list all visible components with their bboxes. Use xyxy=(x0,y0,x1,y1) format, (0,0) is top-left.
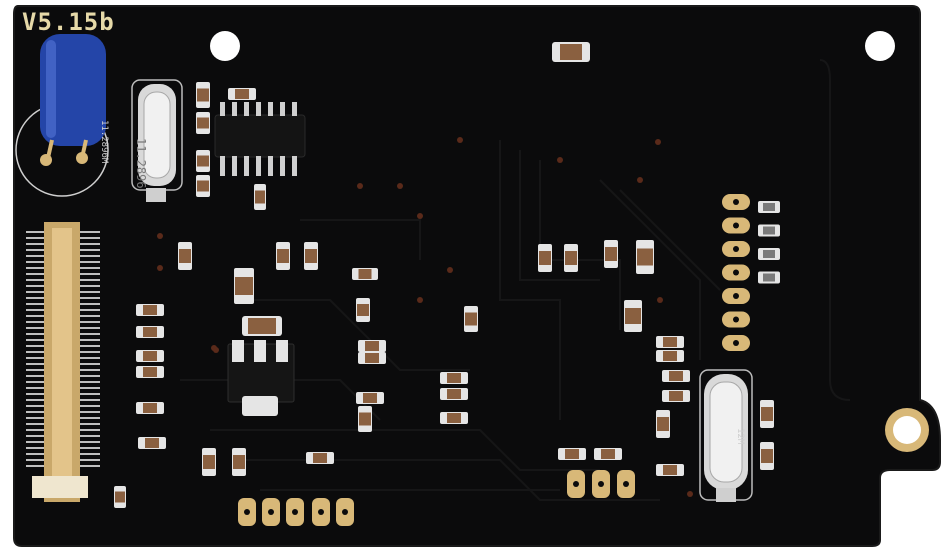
crystal-icon xyxy=(131,79,183,202)
smd-components xyxy=(114,82,774,508)
mounting-hole-icon xyxy=(865,31,895,61)
vertical-pads xyxy=(722,194,780,351)
crystal-top-marking: 11.2896 xyxy=(134,138,148,189)
connector-icon xyxy=(24,222,102,502)
capacitor-icon xyxy=(40,34,106,166)
mounting-hole-icon xyxy=(210,31,240,61)
crystal-top-silk: 11.2896M xyxy=(99,120,109,164)
board-label: V5.15b xyxy=(22,8,115,36)
vias xyxy=(157,137,693,497)
regulator-icon xyxy=(227,316,295,416)
ic-chip-icon xyxy=(214,102,306,176)
crystal-icon xyxy=(699,369,753,502)
crystal-bottom-silk: 12M xyxy=(735,428,745,445)
